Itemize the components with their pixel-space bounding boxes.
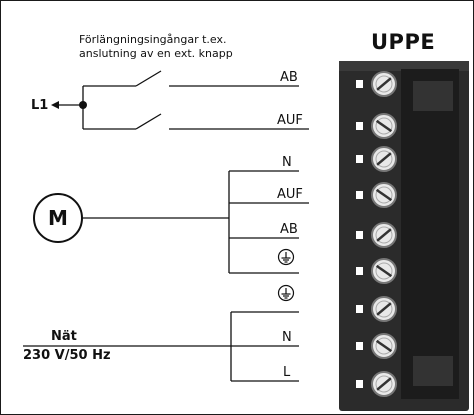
terminal-block-tab-bottom [413,356,453,386]
terminal-label-2: AUF [277,113,303,128]
terminal-screw [356,371,397,397]
wire-entry-slot [356,231,363,239]
wire-entry-slot [356,80,363,88]
mains-wiring [23,311,299,382]
terminal-screws [356,71,397,397]
terminal-label-5: AB [280,222,298,237]
motor-wiring [82,170,309,274]
wire-entry-slot [356,155,363,163]
mains-label-line1: Nät [51,329,77,344]
terminal-label-4: AUF [277,187,303,202]
mains-label-line2: 230 V/50 Hz [23,348,111,363]
terminal-screw [356,333,397,359]
extension-note-line2: anslutning av en ext. knapp [79,47,233,60]
wire-entry-slot [356,380,363,388]
terminal-block-tab-top [413,81,453,111]
terminal-label-9: L [283,365,291,380]
extension-switch-wiring [82,70,309,130]
wire-entry-slot [356,191,363,199]
terminal-label-3: N [282,155,292,170]
terminal-screw [356,146,397,172]
terminal-screw [356,182,397,208]
switch-1-contact [135,70,162,87]
terminal-screw [356,296,397,322]
earth-icon [277,284,295,302]
terminal-block-title: UPPE [371,30,435,54]
wire-entry-slot [356,267,363,275]
terminal-block-rear [401,69,459,399]
switch-2-contact [135,113,162,130]
terminal-screw [356,222,397,248]
terminal-label-1: AB [280,70,298,85]
wire-entry-slot [356,342,363,350]
terminal-block [339,61,469,411]
l1-arrow [51,101,83,109]
terminal-label-8: N [282,330,292,345]
motor-symbol: M [33,193,83,243]
l1-label: L1 [31,98,48,113]
terminal-block-top-edge [339,61,469,71]
wire-entry-slot [356,305,363,313]
terminal-screw [356,113,397,139]
motor-label: M [48,206,68,230]
wire-entry-slot [356,122,363,130]
earth-icon [277,248,295,266]
terminal-screw [356,71,397,97]
extension-note-line1: Förlängningsingångar t.ex. [79,33,227,46]
terminal-screw [356,258,397,284]
